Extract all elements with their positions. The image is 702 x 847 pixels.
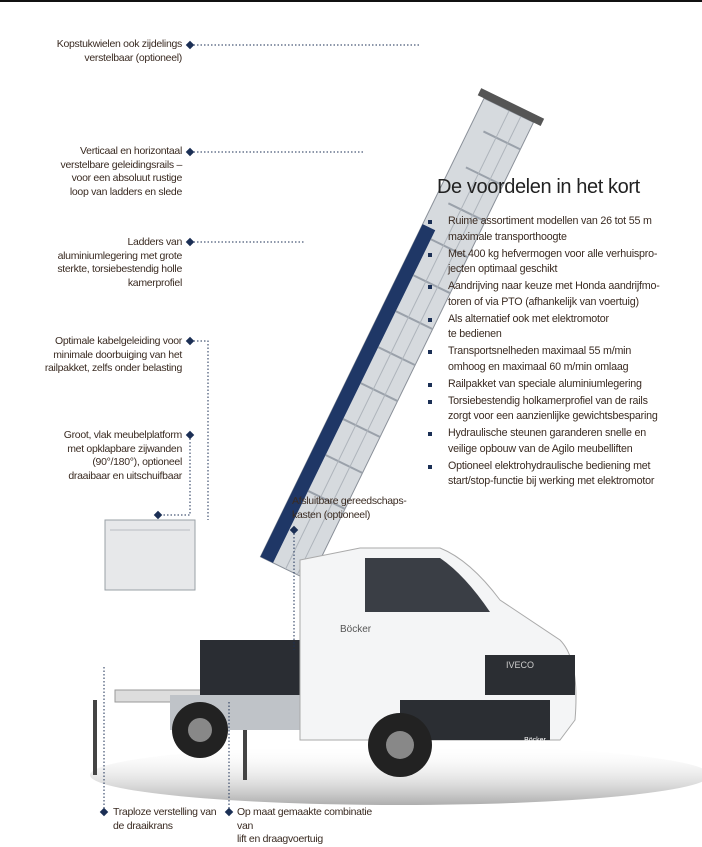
callout-line: Op maat gemaakte combinatie van <box>237 806 372 832</box>
bullet-icon <box>428 285 432 289</box>
callout-line: (90°/180°), optioneel <box>92 456 182 468</box>
callout-head-wheels: Kopstukwielen ook zijdelings verstelbaar… <box>40 38 183 65</box>
callout-line: Verticaal en horizontaal <box>80 145 182 157</box>
callout-line: Kopstukwielen ook zijdelings <box>56 38 183 50</box>
top-rule <box>0 0 702 2</box>
leader-lines <box>103 44 420 812</box>
callout-line: voor een absoluut rustige <box>71 172 183 184</box>
advantages-list: Ruime assortiment modellen van 26 tot 55… <box>425 214 700 491</box>
bullet-icon <box>428 399 432 404</box>
advantage-item: Railpakket van speciale aluminiumlegerin… <box>425 377 700 393</box>
advantage-line: omhoog en maximaal 60 m/min omlaag <box>448 360 629 373</box>
callout-cable-guide: Optimale kabelgeleiding voor minimale do… <box>0 335 182 376</box>
callout-line: kasten (optioneel) <box>292 508 371 521</box>
callout-line: Traploze verstelling van <box>113 806 217 818</box>
advantage-line: Transportsnelheden maximaal 55 m/min <box>448 345 632 357</box>
callout-line: minimale doorbuiging van het <box>53 348 182 361</box>
ladder <box>259 88 545 582</box>
bullet-icon <box>428 350 432 354</box>
advantage-line: Ruime assortiment modellen van 26 tot 55… <box>448 215 652 227</box>
callout-line: verstelbaar (optioneel) <box>84 51 182 64</box>
callout-line: railpakket, zelfs onder belasting <box>44 362 182 374</box>
callout-line: draaibaar en uitschuifbaar <box>68 469 182 482</box>
advantage-item: Aandrijving naar keuze met Honda aandrij… <box>425 279 700 310</box>
bullet-icon <box>428 220 432 224</box>
callout-line: loop van ladders en slede <box>69 185 182 198</box>
bullet-icon <box>428 464 432 469</box>
advantage-line: veilige opbouw van de Agilo meubelliften <box>448 442 633 455</box>
callout-turntable: Traploze verstelling van de draaikrans <box>113 806 238 833</box>
callout-line: met opklapbare zijwanden <box>67 442 182 455</box>
callout-line: Afsluitbare gereedschaps- <box>292 495 407 507</box>
advantage-line: Met 400 kg hefvermogen voor alle verhuis… <box>448 247 658 260</box>
advantage-item: Optioneel elektrohydraulische bediening … <box>425 459 700 490</box>
bullet-icon <box>428 317 432 322</box>
callout-line: aluminiumlegering met grote <box>57 249 183 262</box>
advantage-item: Als alternatief ook met elektromotor te b… <box>425 312 700 343</box>
toolbox <box>200 640 310 695</box>
advantage-item: Met 400 kg hefvermogen voor alle verhuis… <box>425 247 700 278</box>
bullet-icon <box>428 382 432 387</box>
callout-combination: Op maat gemaakte combinatie van lift en … <box>237 806 387 847</box>
callout-line: verstelbare geleidingsrails – <box>60 158 183 171</box>
advantage-line: zorgt voor een aanzienlijke gewichtsbesp… <box>448 410 658 422</box>
truck-logo: Böcker <box>340 624 372 635</box>
callout-guide-rails: Verticaal en horizontaal verstelbare gel… <box>20 145 183 199</box>
advantage-line: start/stop-functie bij werking met elekt… <box>448 475 655 487</box>
callout-line: lift en draagvoertuig <box>237 833 323 845</box>
callout-line: Ladders van <box>127 236 183 248</box>
bullet-icon <box>428 432 432 436</box>
advantage-line: Railpakket van speciale aluminiumlegerin… <box>448 377 642 390</box>
callout-line: Groot, vlak meubelplatform <box>63 429 183 441</box>
plate-logo: Böcker <box>524 737 546 744</box>
callout-platform: Groot, vlak meubelplatform met opklapbar… <box>20 429 183 483</box>
callout-toolboxes: Afsluitbare gereedschaps- kasten (option… <box>292 495 432 522</box>
advantage-line: Als alternatief ook met elektromotor <box>448 312 609 325</box>
callout-line: sterkte, torsiebestendig holle <box>57 263 182 275</box>
truck-brand: IVECO <box>506 660 534 670</box>
advantage-line: Hydraulische steunen garanderen snelle e… <box>448 427 646 439</box>
advantage-line: toren of via PTO (afhankelijk van voertu… <box>448 295 639 308</box>
advantage-item: Hydraulische steunen garanderen snelle e… <box>425 426 700 457</box>
callout-line: kamerprofiel <box>127 276 182 289</box>
advantage-item: Transportsnelheden maximaal 55 m/min omho… <box>425 344 700 375</box>
advantage-item: Ruime assortiment modellen van 26 tot 55… <box>425 214 700 245</box>
advantages-title: De voordelen in het kort <box>437 176 640 198</box>
advantage-line: Torsiebestendig holkamerprofiel van de r… <box>448 394 648 407</box>
advantage-line: Optioneel elektrohydraulische bediening … <box>448 459 651 472</box>
callout-ladders: Ladders van aluminiumlegering met grote … <box>20 236 182 290</box>
advantage-line: jecten optimaal geschikt <box>448 263 558 275</box>
advantage-line: maximale transporthoogte <box>448 230 567 243</box>
advantage-line: Aandrijving naar keuze met Honda aandrij… <box>448 280 660 292</box>
advantage-item: Torsiebestendig holkamerprofiel van de r… <box>425 394 700 425</box>
callout-line: de draaikrans <box>113 819 173 832</box>
furniture-platform <box>104 519 196 591</box>
advantage-line: te bedienen <box>448 328 502 340</box>
callout-line: Optimale kabelgeleiding voor <box>54 335 182 347</box>
bullet-icon <box>428 252 432 257</box>
